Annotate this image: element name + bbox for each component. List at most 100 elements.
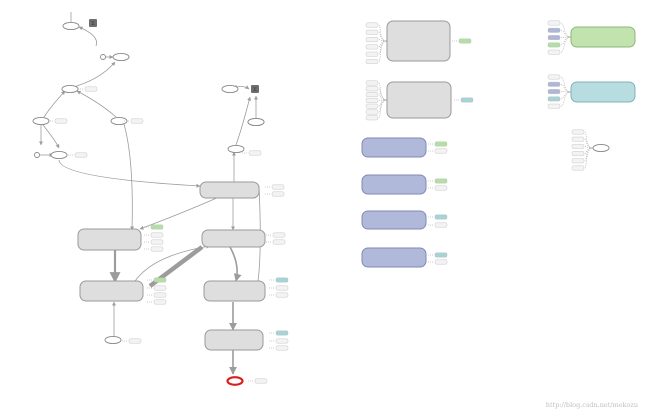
edge-mean-neg <box>78 26 98 47</box>
edge-log1-add <box>43 90 66 118</box>
output-tag-t_gnn2_c[interactable] <box>269 292 289 298</box>
meta-node-dnn21[interactable] <box>199 181 260 199</box>
edge-dnn21-dnn2 <box>139 196 220 230</box>
input-ref-a_b1[interactable] <box>547 27 572 38</box>
summary-node-dloss[interactable]: Σ <box>89 19 97 27</box>
op-node-const1[interactable] <box>247 117 265 127</box>
input-ref-a1_b1[interactable] <box>547 81 572 93</box>
output-tag-t_b1_a[interactable] <box>428 141 448 147</box>
input-ref-i_dnn1[interactable] <box>571 143 594 149</box>
output-tag-t_b1_b[interactable] <box>428 148 448 154</box>
meta-node-beta11[interactable] <box>361 210 427 230</box>
edge-log2-mean1 <box>235 96 252 146</box>
input-ref-i_more[interactable] <box>571 147 594 171</box>
input-ref-i_dnn2[interactable] <box>571 147 594 156</box>
op-node-z[interactable] <box>226 376 244 386</box>
output-tag-t_grad1_adam1[interactable] <box>454 97 474 103</box>
input-ref-a_dnn1[interactable] <box>547 20 572 38</box>
output-tag-t_gnn2_a[interactable] <box>269 277 289 283</box>
edge-dnn11-gnn2 <box>229 246 242 282</box>
summary-node-gloss[interactable]: Σ <box>251 85 259 93</box>
output-tag-t_input_g[interactable] <box>122 338 142 344</box>
op-node-neg[interactable] <box>62 21 80 31</box>
op-node-log1[interactable] <box>32 116 50 126</box>
output-tag-t_grad_adam[interactable] <box>452 38 472 44</box>
output-tag-t_gnn2_b[interactable] <box>269 285 289 291</box>
input-ref-a_dnn2[interactable] <box>547 36 572 55</box>
op-node-init[interactable] <box>592 143 610 153</box>
meta-node-beta2[interactable] <box>361 174 427 195</box>
op-node-const[interactable] <box>100 54 106 60</box>
input-ref-gi_log[interactable] <box>365 29 388 42</box>
op-node-sub[interactable] <box>50 150 68 160</box>
output-tag-t_z_g[interactable] <box>248 378 268 384</box>
input-ref-a1_gnn1[interactable] <box>547 74 572 93</box>
meta-node-adam1[interactable] <box>570 81 636 103</box>
op-node-x[interactable] <box>34 152 40 158</box>
input-ref-gi_sub[interactable] <box>365 40 388 57</box>
op-node-add[interactable] <box>61 84 79 94</box>
input-ref-g1_log2[interactable] <box>365 80 388 101</box>
output-tag-t_dnn21_b[interactable] <box>265 191 285 197</box>
meta-node-gnn2[interactable] <box>203 280 266 302</box>
output-tag-t_b21_a[interactable] <box>428 252 448 258</box>
meta-node-dnn2[interactable] <box>77 228 142 251</box>
output-tag-t_log2_g[interactable] <box>242 150 262 156</box>
output-tag-t_b11_a[interactable] <box>428 214 448 220</box>
input-ref-g1_dnn2[interactable] <box>365 92 388 101</box>
output-tag-t_dnn21_a[interactable] <box>265 184 285 190</box>
output-tag-t_b21_b[interactable] <box>428 259 448 265</box>
input-ref-g1_dnn1[interactable] <box>365 97 388 103</box>
edge-sub-dnn21 <box>58 159 201 188</box>
output-tag-t_gnn1_b[interactable] <box>269 338 289 344</box>
output-tag-t_sub_g[interactable] <box>68 152 88 158</box>
output-tag-t_dnn1_a[interactable] <box>147 277 167 283</box>
op-node-input[interactable] <box>104 335 122 345</box>
output-tag-t_b2_a[interactable] <box>428 178 448 184</box>
input-ref-a_b2[interactable] <box>547 35 572 41</box>
input-ref-i_b1[interactable] <box>571 147 594 164</box>
meta-node-dnn1[interactable] <box>79 280 144 302</box>
output-tag-t_dnn2_d[interactable] <box>144 246 164 252</box>
output-tag-t_log_g[interactable] <box>124 118 144 124</box>
output-tag-t_dnn2_a[interactable] <box>144 224 164 230</box>
output-tag-t_dnn2_c[interactable] <box>144 239 164 245</box>
output-tag-t_dnn1_d[interactable] <box>147 299 167 305</box>
edge-log1-sub-b <box>42 124 60 149</box>
watermark: http://blog.csdn.net/mekozu <box>545 401 638 409</box>
output-tag-t_gnn1_c[interactable] <box>269 345 289 351</box>
meta-node-adam[interactable] <box>570 26 636 48</box>
input-ref-g1_more[interactable] <box>365 99 388 121</box>
output-tag-t_gnn1_a[interactable] <box>269 330 289 336</box>
input-ref-i_gnn1[interactable] <box>571 129 594 149</box>
output-tag-t_b2_b[interactable] <box>428 185 448 191</box>
meta-node-gradients1[interactable] <box>386 81 452 119</box>
input-ref-gi_dnn2[interactable] <box>365 40 388 50</box>
meta-node-beta1[interactable] <box>361 137 427 158</box>
input-ref-gi_more[interactable] <box>365 40 388 64</box>
meta-node-gnn1[interactable] <box>204 329 264 351</box>
output-tag-t_dnn1_c[interactable] <box>147 292 167 298</box>
output-tag-t_b11_b[interactable] <box>428 222 448 228</box>
input-ref-a1_b2[interactable] <box>547 89 572 95</box>
edge-log-dnn2 <box>123 123 135 231</box>
input-ref-a1_gnn2[interactable] <box>547 91 572 109</box>
output-tag-t_dnn2_b[interactable] <box>144 232 164 238</box>
output-tag-t_log1_g[interactable] <box>48 118 68 124</box>
meta-node-gradients[interactable] <box>386 20 451 62</box>
op-node-neg1[interactable] <box>221 84 239 94</box>
input-ref-gi_add[interactable] <box>365 22 388 42</box>
input-ref-g1_dnn21[interactable] <box>365 86 388 101</box>
input-ref-g1_dnn1b[interactable] <box>365 99 388 115</box>
output-tag-t_add_g[interactable] <box>78 86 98 92</box>
input-ref-a1_grad[interactable] <box>547 91 572 102</box>
meta-node-dnn11[interactable] <box>201 229 266 248</box>
output-tag-t_dnn1_b[interactable] <box>147 285 167 291</box>
op-node-mean[interactable] <box>112 52 130 62</box>
output-tag-t_dnn11_a[interactable] <box>266 232 286 238</box>
meta-node-beta21[interactable] <box>361 247 427 268</box>
output-tag-t_dnn11_b[interactable] <box>266 239 286 245</box>
input-ref-gi_log1[interactable] <box>365 37 388 43</box>
op-node-log2[interactable] <box>227 144 245 154</box>
